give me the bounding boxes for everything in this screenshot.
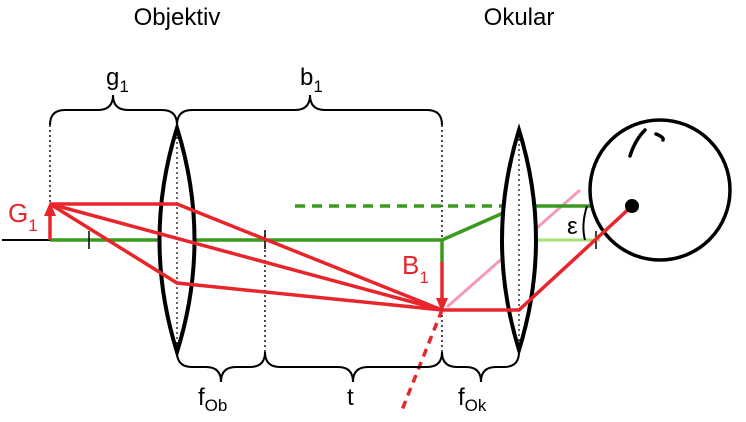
label-fok: fOk [458, 384, 487, 415]
eyeball [588, 118, 732, 262]
eye-mark-right [654, 132, 665, 142]
objective-heading: Objektiv [134, 4, 221, 31]
brace-fob [176, 351, 266, 383]
label-G1: G1 [8, 198, 38, 235]
object-arrow [44, 202, 56, 240]
braces [49, 94, 520, 383]
eye [588, 118, 732, 262]
red-ray-through-focus [49, 202, 443, 312]
label-B1: B1 [402, 250, 429, 287]
eyepiece-heading: Okular [484, 4, 555, 31]
label-t: t [347, 384, 354, 411]
red-ray-parallel [50, 202, 443, 312]
pupil-dot [625, 199, 639, 213]
image-arrow [436, 262, 448, 312]
label-b1: b1 [300, 64, 323, 96]
label-g1: g1 [106, 64, 129, 96]
brace-g1 [49, 94, 178, 126]
brace-b1 [176, 94, 443, 126]
red-ray-central [49, 202, 443, 312]
eye-mark-left [628, 128, 647, 158]
red-rays [49, 202, 634, 411]
red-ray-to-eye [442, 204, 634, 312]
angle-arc [582, 205, 588, 241]
label-fob: fOb [198, 384, 227, 415]
red-dashed-ray [400, 309, 444, 411]
brace-fok [441, 351, 520, 383]
label-epsilon: ε [567, 213, 578, 240]
brace-t [264, 351, 443, 383]
